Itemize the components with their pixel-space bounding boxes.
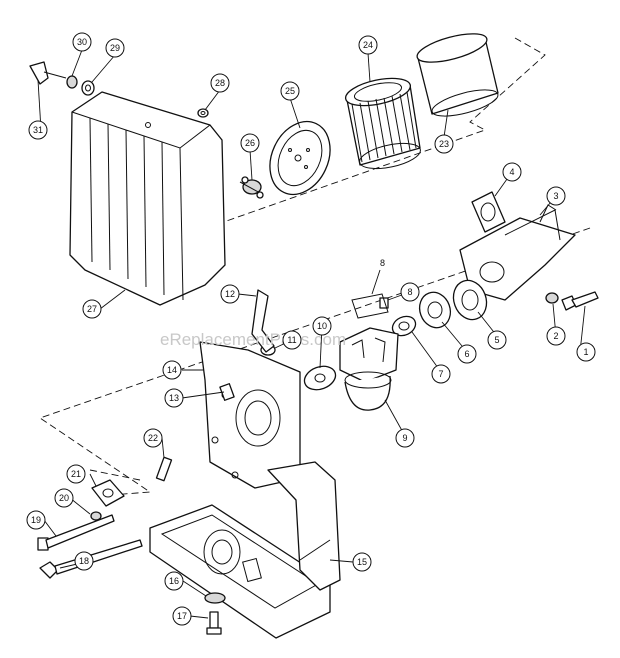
foam-precleaner: [416, 33, 499, 117]
svg-text:10: 10: [317, 321, 327, 331]
svg-text:29: 29: [110, 43, 120, 53]
svg-text:14: 14: [167, 365, 177, 375]
callout-26: 26: [240, 133, 260, 153]
callout-8: 8: [400, 282, 420, 302]
callout-2: 2: [546, 326, 566, 346]
bolt-1: [561, 291, 599, 311]
svg-text:4: 4: [509, 167, 514, 177]
filter-base-plate: [269, 120, 331, 196]
svg-text:31: 31: [33, 125, 43, 135]
svg-text:28: 28: [215, 78, 225, 88]
callout-9: 9: [395, 428, 415, 448]
svg-text:11: 11: [287, 335, 296, 345]
callout-27: 27: [82, 299, 102, 319]
paper-filter-element: [344, 77, 421, 170]
callout-30: 30: [72, 32, 92, 52]
gasket-4: [471, 191, 506, 233]
callout-21: 21: [66, 464, 86, 484]
pin-22: [155, 456, 173, 482]
carburetor: [339, 327, 399, 411]
callout-16: 16: [164, 571, 184, 591]
callout-19: 19: [26, 510, 46, 530]
svg-text:26: 26: [245, 138, 255, 148]
stud-bracket: [239, 176, 264, 199]
washer-28: [197, 108, 209, 118]
svg-text:9: 9: [402, 433, 407, 443]
svg-text:5: 5: [494, 335, 499, 345]
callout-15: 15: [352, 552, 372, 572]
callout-3: 3: [546, 186, 566, 206]
svg-text:20: 20: [59, 493, 69, 503]
svg-text:6: 6: [464, 349, 469, 359]
callout-11: 11: [282, 330, 302, 350]
washer-16: [204, 592, 226, 604]
callout-23: 23: [434, 134, 454, 154]
air-cleaner-back-plate: [199, 341, 301, 489]
callout-4: 4: [502, 162, 522, 182]
svg-text:27: 27: [87, 304, 97, 314]
svg-text:21: 21: [71, 469, 81, 479]
washer-2: [545, 292, 559, 304]
svg-text:8: 8: [407, 287, 412, 297]
callout-22: 22: [143, 428, 163, 448]
sub-label: 8: [380, 258, 385, 268]
svg-text:25: 25: [285, 86, 295, 96]
svg-text:18: 18: [79, 556, 89, 566]
callout-13: 13: [164, 388, 184, 408]
callout-28: 28: [210, 73, 230, 93]
svg-text:30: 30: [77, 37, 87, 47]
callout-12: 12: [220, 284, 240, 304]
bolt-17: [206, 611, 222, 635]
fitting-8: 8: [351, 258, 389, 319]
stud-13: [219, 383, 235, 401]
callout-25: 25: [280, 81, 300, 101]
svg-text:7: 7: [438, 369, 443, 379]
svg-text:16: 16: [169, 576, 179, 586]
callout-17: 17: [172, 606, 192, 626]
callout-29: 29: [105, 38, 125, 58]
callout-7: 7: [431, 364, 451, 384]
callout-1: 1: [576, 342, 596, 362]
gasket-7: [391, 315, 417, 337]
svg-text:22: 22: [148, 433, 158, 443]
air-cleaner-cover: [69, 91, 226, 306]
svg-text:3: 3: [553, 191, 558, 201]
bolt-19: [37, 514, 115, 551]
callout-5: 5: [487, 330, 507, 350]
svg-text:24: 24: [363, 40, 373, 50]
callout-14: 14: [162, 360, 182, 380]
svg-text:12: 12: [225, 289, 235, 299]
breather-tube: [251, 289, 275, 353]
callout-18: 18: [74, 551, 94, 571]
gasket-10: [303, 365, 337, 391]
svg-text:2: 2: [553, 331, 558, 341]
callout-10: 10: [312, 316, 332, 336]
cover-knob-assembly: [29, 61, 95, 96]
callout-20: 20: [54, 488, 74, 508]
callouts: 1 2 3 4 5 6 7 8 9 10 11 12 13 14 15 16 1…: [26, 32, 596, 626]
gasket-6: [418, 291, 452, 329]
callout-24: 24: [358, 35, 378, 55]
bracket-21: [91, 479, 125, 507]
washer-20: [90, 511, 102, 521]
callout-31: 31: [28, 120, 48, 140]
svg-text:17: 17: [177, 611, 187, 621]
air-cleaner-base: [149, 461, 341, 639]
svg-text:15: 15: [357, 557, 367, 567]
svg-text:23: 23: [439, 139, 449, 149]
spacer-5: [452, 279, 488, 321]
svg-text:13: 13: [169, 393, 179, 403]
svg-text:19: 19: [31, 515, 41, 525]
callout-6: 6: [457, 344, 477, 364]
svg-text:1: 1: [583, 347, 588, 357]
